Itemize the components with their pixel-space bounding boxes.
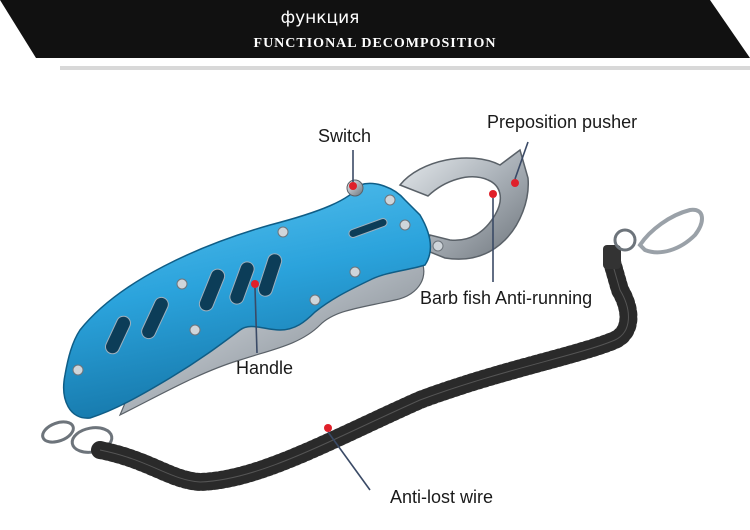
leader-handle xyxy=(254,287,258,354)
coiled-lanyard xyxy=(91,253,638,492)
part-markers xyxy=(251,179,519,432)
gripper-handle xyxy=(63,182,444,419)
marker-barb-fish xyxy=(489,190,497,198)
leader-preposition-pusher xyxy=(514,141,529,180)
leader-anti-lost-wire xyxy=(327,431,371,491)
header-banner: функция FUNCTIONAL DECOMPOSITION xyxy=(0,0,750,70)
leader-lines xyxy=(254,141,529,491)
gripper-jaw xyxy=(398,148,529,260)
label-anti-lost-wire: Anti-lost wire xyxy=(390,487,494,507)
marker-handle xyxy=(251,280,259,288)
label-handle: Handle xyxy=(236,358,294,378)
lanyard-carabiner xyxy=(603,207,704,269)
label-preposition-pusher: Preposition pusher xyxy=(487,112,638,132)
banner-title-ru: функция xyxy=(280,8,360,28)
marker-anti-lost-wire xyxy=(324,424,332,432)
banner-shape xyxy=(0,0,750,70)
marker-preposition-pusher xyxy=(511,179,519,187)
label-barb-fish: Barb fish Anti-running xyxy=(420,288,593,308)
marker-switch xyxy=(349,182,357,190)
banner-title-en: FUNCTIONAL DECOMPOSITION xyxy=(253,36,497,51)
label-switch: Switch xyxy=(318,126,372,146)
